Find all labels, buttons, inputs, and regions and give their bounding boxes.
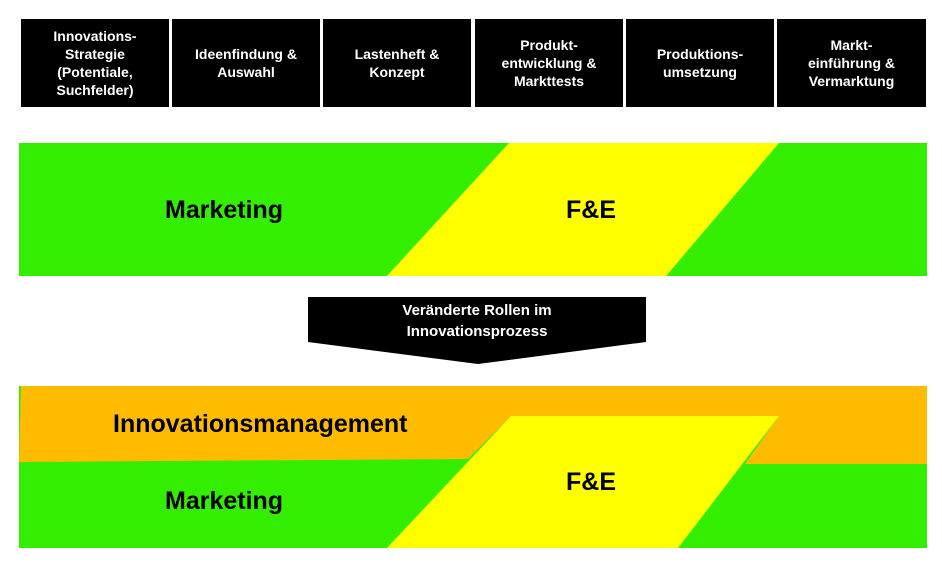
phase-box-ideenfindung: Ideenfindung & Auswahl bbox=[172, 19, 320, 107]
arrow-label: Veränderte Rollen im Innovationsprozess bbox=[402, 302, 552, 340]
top-marketing-label: Marketing bbox=[165, 196, 284, 224]
roles-change-arrow bbox=[308, 297, 646, 364]
innovationsmanagement-band bbox=[19, 386, 927, 464]
phase-box-innovationsstrategie: Innovations- Strategie (Potentiale, Such… bbox=[21, 19, 169, 107]
bottom-marketing-label: Marketing bbox=[165, 487, 284, 515]
top-fe-label: F&E bbox=[566, 196, 616, 224]
phase-box-produktionsumsetzung: Produktions- umsetzung bbox=[626, 19, 774, 107]
phase-box-markteinfuehrung: Markt- einführung & Vermarktung bbox=[777, 19, 926, 107]
bottom-fe-parallelogram bbox=[387, 416, 779, 548]
bottom-fe-label: F&E bbox=[566, 468, 616, 496]
phase-box-produktentwicklung: Produkt- entwicklung & Markttests bbox=[475, 19, 623, 107]
innovationsmanagement-label: Innovationsmanagement bbox=[113, 410, 408, 438]
phase-box-lastenheft: Lastenheft & Konzept bbox=[323, 19, 471, 107]
top-fe-parallelogram bbox=[387, 143, 779, 276]
